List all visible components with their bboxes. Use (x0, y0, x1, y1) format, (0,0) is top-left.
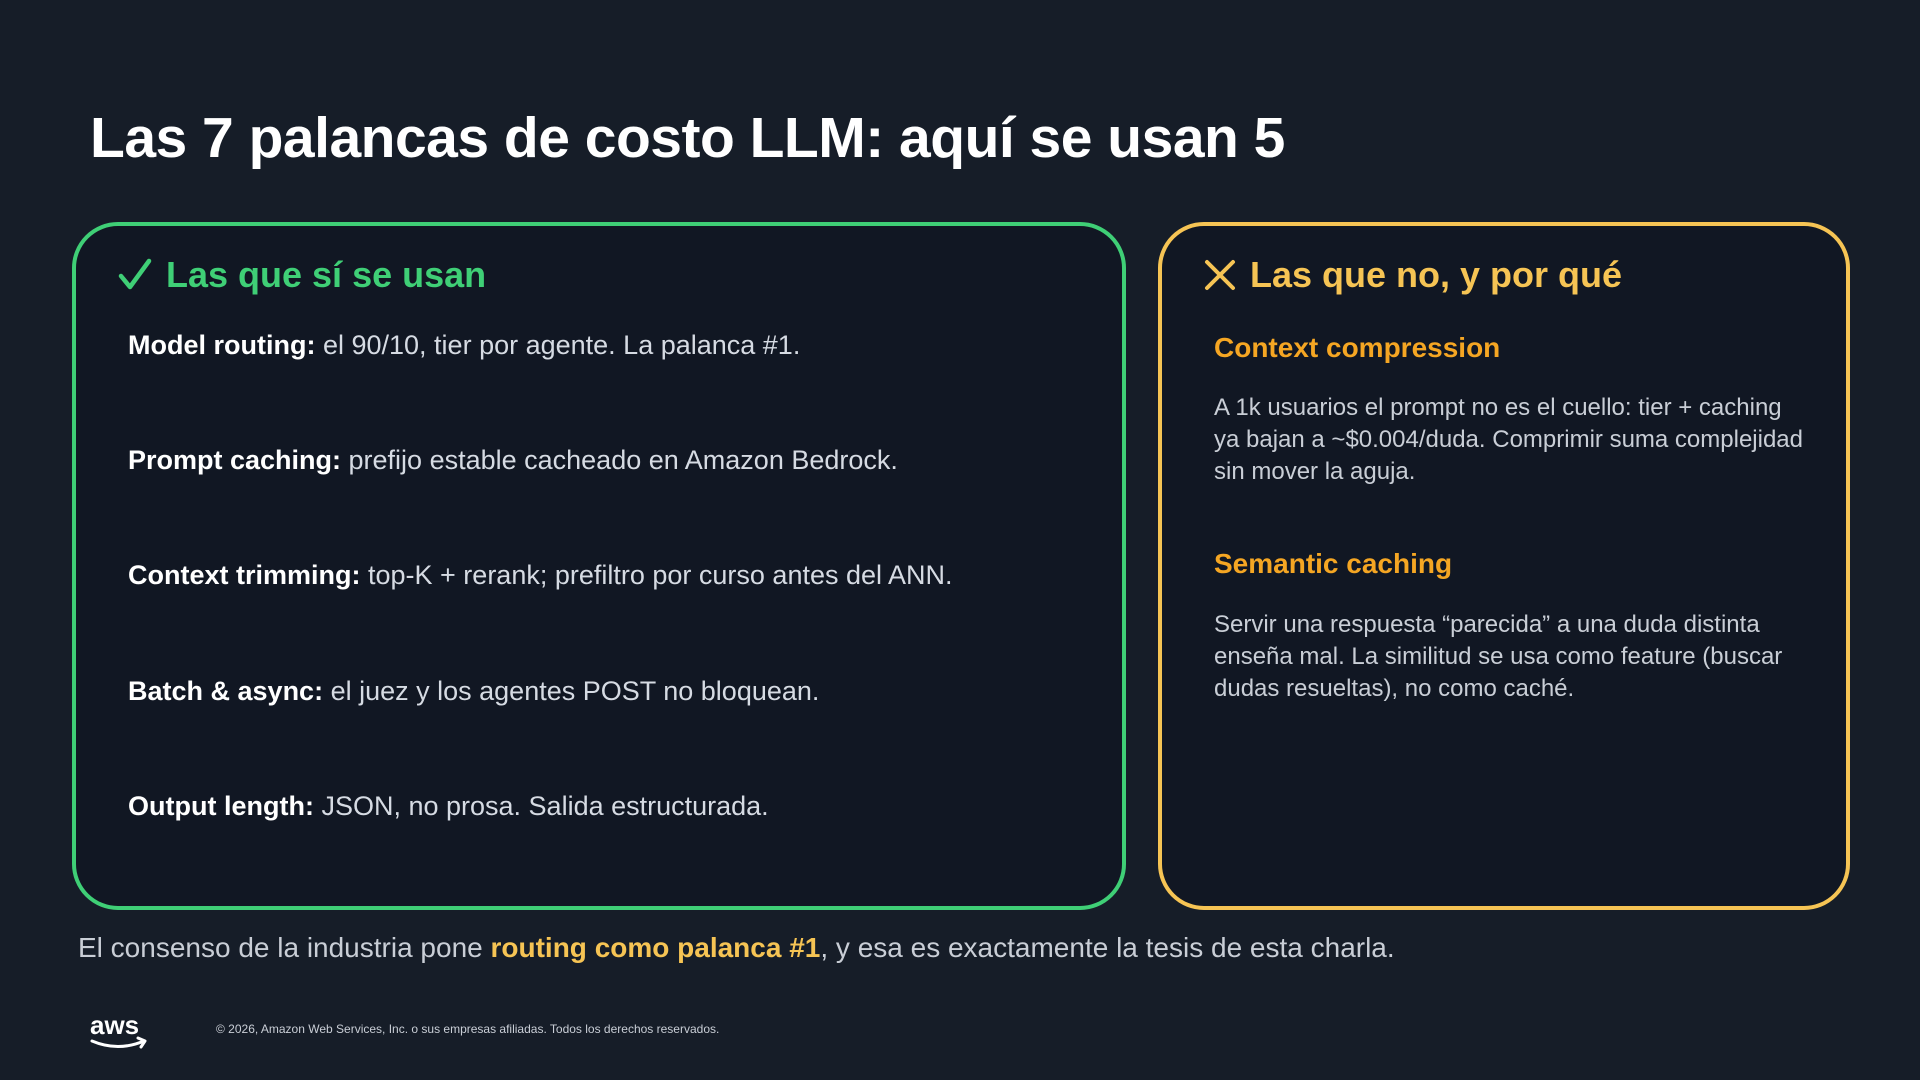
lever-label: Output length: (128, 791, 314, 821)
lever-model-routing: Model routing: el 90/10, tier por agente… (128, 330, 800, 361)
lever-batch-async: Batch & async: el juez y los agentes POS… (128, 676, 819, 707)
takeaway-post: , y esa es exactamente la tesis de esta … (820, 932, 1395, 963)
lever-text: JSON, no prosa. Salida estructurada. (313, 791, 769, 821)
context-compression-title: Context compression (1214, 332, 1501, 363)
takeaway-line: El consenso de la industria pone routing… (78, 932, 1395, 964)
lever-text: el 90/10, tier por agente. La palanca #1… (315, 330, 801, 360)
semantic-caching-title: Semantic caching (1214, 548, 1453, 579)
x-icon (1204, 259, 1236, 291)
lever-label: Prompt caching: (128, 445, 342, 475)
lever-label: Batch & async: (128, 676, 324, 706)
takeaway-highlight: routing como palanca #1 (490, 932, 821, 963)
lever-output-length: Output length: JSON, no prosa. Salida es… (128, 791, 769, 822)
unused-levers-panel: Las que no, y por qué Context compressio… (1158, 222, 1850, 910)
lever-label: Model routing: (128, 330, 316, 360)
lever-text: el juez y los agentes POST no bloquean. (323, 676, 820, 706)
slide-title: Las 7 palancas de costo LLM: aquí se usa… (90, 106, 1285, 170)
unused-levers-heading-text: Las que no, y por qué (1250, 254, 1623, 295)
unused-levers-heading: Las que no, y por qué (1204, 254, 1622, 296)
lever-label: Context trimming: (128, 560, 361, 590)
used-levers-heading-text: Las que sí se usan (166, 254, 487, 295)
context-compression-body: A 1k usuarios el prompt no es el cuello:… (1214, 394, 1803, 485)
check-icon (118, 258, 152, 292)
lever-prompt-caching: Prompt caching: prefijo estable cacheado… (128, 445, 898, 476)
copyright-notice: © 2026, Amazon Web Services, Inc. o sus … (216, 1022, 720, 1036)
semantic-caching-body: Servir una respuesta “parecida” a una du… (1214, 611, 1783, 702)
lever-text: top-K + rerank; prefiltro por curso ante… (360, 560, 953, 590)
used-levers-heading: Las que sí se usan (118, 254, 486, 296)
lever-context-trimming: Context trimming: top-K + rerank; prefil… (128, 560, 953, 591)
takeaway-pre: El consenso de la industria pone (78, 932, 491, 963)
lever-text: prefijo estable cacheado en Amazon Bedro… (341, 445, 898, 475)
used-levers-panel: Las que sí se usan Model routing: el 90/… (72, 222, 1126, 910)
aws-logo: aws (88, 1010, 152, 1052)
aws-logo-text: aws (90, 1010, 139, 1040)
